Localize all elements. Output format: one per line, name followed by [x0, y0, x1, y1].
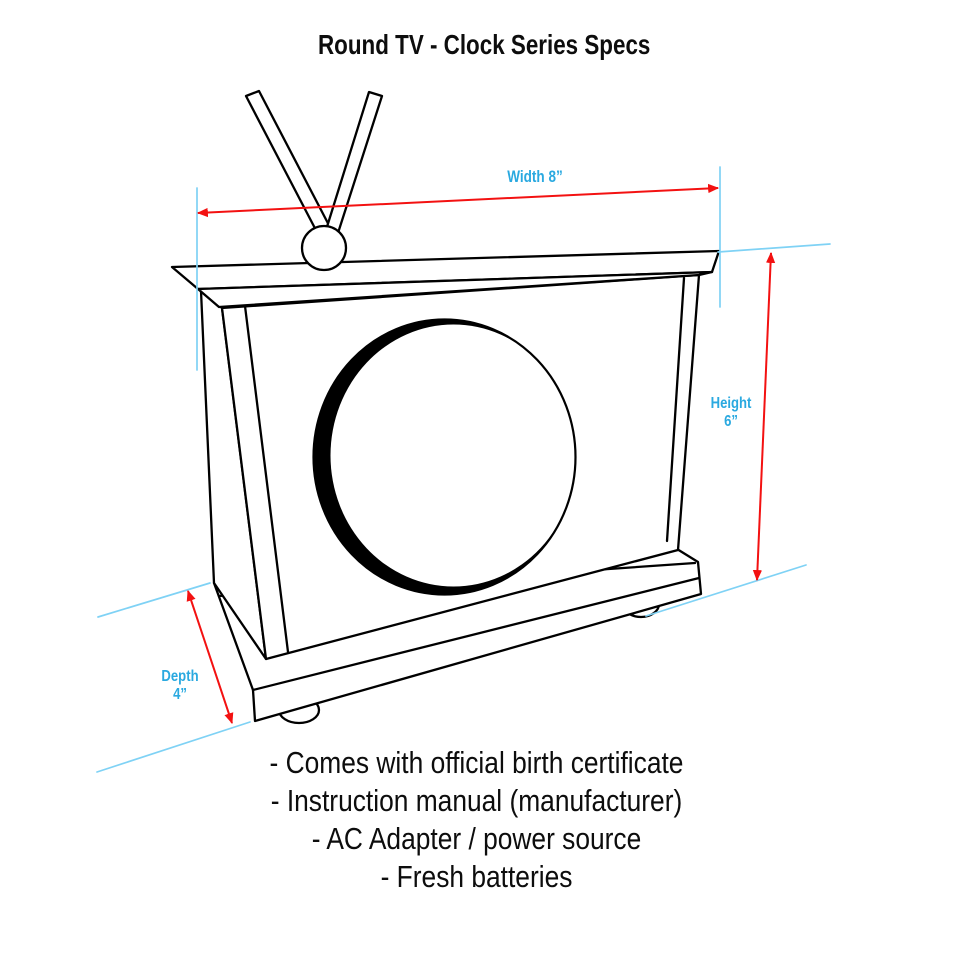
tv-lid [170, 249, 721, 309]
list-item: - Comes with official birth certificate [269, 745, 684, 780]
depth-dimension-arrow [186, 589, 234, 725]
list-item: - Instruction manual (manufacturer) [270, 783, 683, 818]
height-label-value: 6” [724, 412, 738, 430]
extension-line-depth-bottom [96, 721, 251, 773]
antenna-left [244, 89, 334, 238]
depth-label: Depth 4” [147, 668, 213, 703]
width-label: Width 8” [507, 168, 563, 186]
list-item: - AC Adapter / power source [311, 821, 642, 856]
depth-label-value: 4” [173, 685, 187, 703]
tv-screen [312, 318, 577, 596]
included-items-list: - Comes with official birth certificate … [156, 744, 796, 896]
page-title: Round TV - Clock Series Specs [318, 29, 651, 60]
height-dimension-arrow [752, 251, 776, 582]
depth-label-name: Depth [161, 668, 199, 685]
list-item: - Fresh batteries [380, 859, 573, 894]
extension-line-height-bottom [645, 564, 807, 617]
width-dimension-arrow [196, 183, 720, 218]
antenna-ball [300, 224, 348, 272]
extension-line-depth-top [97, 582, 211, 618]
extension-line-height-top [717, 243, 831, 253]
height-label-name: Height [710, 395, 752, 412]
antenna-right [324, 90, 384, 235]
height-label: Height 6” [698, 395, 764, 430]
